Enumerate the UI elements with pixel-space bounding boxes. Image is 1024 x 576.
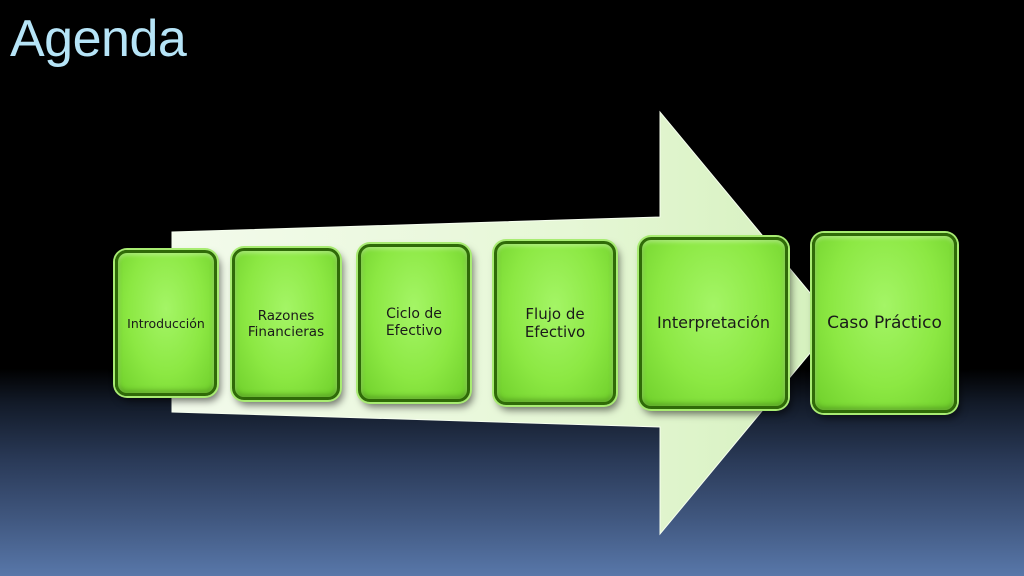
step-caso-practico: Caso Práctico [812, 233, 957, 413]
slide-title: Agenda [10, 10, 187, 68]
step-flujo-de-efectivo: Flujo de Efectivo [494, 241, 616, 405]
step-label: Razones Financieras [247, 307, 325, 340]
step-label: Caso Práctico [827, 312, 942, 333]
step-label: Flujo de Efectivo [524, 305, 586, 341]
step-interpretacion: Interpretación [639, 237, 788, 409]
step-label: Ciclo de Efectivo [385, 306, 443, 339]
step-introduccion: Introducción [115, 250, 217, 396]
step-razones-financieras: Razones Financieras [232, 248, 340, 400]
step-ciclo-de-efectivo: Ciclo de Efectivo [358, 244, 470, 402]
step-label: Introducción [127, 315, 205, 331]
step-label: Interpretación [656, 313, 771, 333]
